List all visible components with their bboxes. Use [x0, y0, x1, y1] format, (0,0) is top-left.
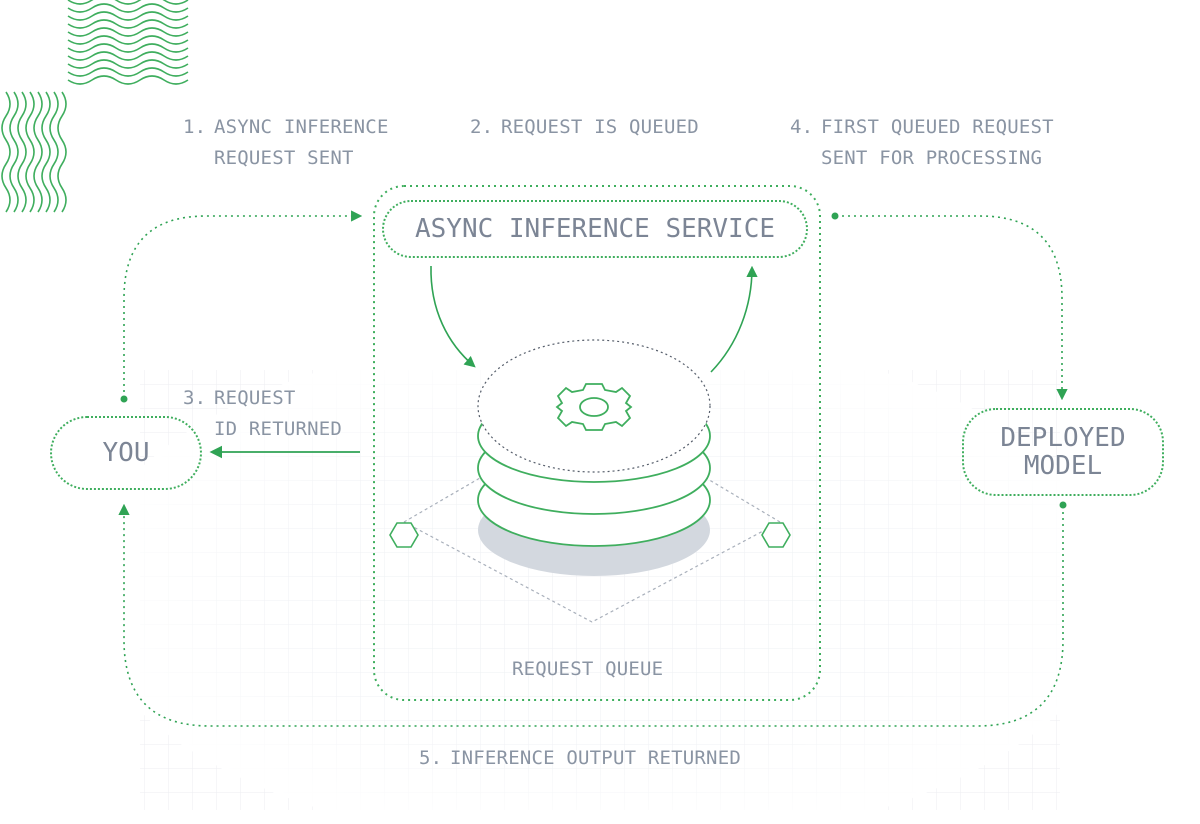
gear-icon	[555, 383, 633, 431]
you-label: YOU	[102, 438, 150, 468]
step-3-label: 3. REQUEST ID RETURNED	[183, 383, 342, 445]
step-1-origin-dot	[120, 395, 128, 403]
step-3-number: 3.	[183, 387, 207, 409]
hexagon-icon	[389, 522, 419, 548]
model-node: DEPLOYED MODEL	[962, 408, 1164, 496]
step-4-line1: FIRST QUEUED REQUEST	[821, 116, 1054, 138]
you-node: YOU	[50, 416, 202, 490]
arrow-queue-to-service	[710, 265, 758, 373]
queue-top-disk	[477, 339, 711, 473]
step-3-line1: REQUEST	[214, 387, 296, 409]
arrow-step-4	[836, 215, 1068, 401]
step-1-label: 1. ASYNC INFERENCE REQUEST SENT	[183, 112, 389, 174]
step-1-line1: ASYNC INFERENCE	[214, 116, 389, 138]
wave-pattern	[1, 0, 189, 213]
service-node: ASYNC INFERENCE SERVICE	[382, 200, 808, 258]
service-label: ASYNC INFERENCE SERVICE	[414, 214, 776, 244]
step-5-label: 5. INFERENCE OUTPUT RETURNED	[419, 743, 741, 774]
arrow-service-to-queue	[430, 265, 476, 368]
step-2-number: 2.	[470, 116, 494, 138]
service-container	[373, 185, 821, 701]
step-5-line1: INFERENCE OUTPUT RETURNED	[450, 747, 741, 769]
step-1-line2: REQUEST SENT	[214, 147, 354, 169]
model-label-line1: DEPLOYED	[1000, 423, 1126, 453]
step-3-line2: ID RETURNED	[214, 418, 343, 440]
step-4-line2: SENT FOR PROCESSING	[821, 147, 1043, 169]
model-label-line2: MODEL	[1023, 451, 1103, 481]
step-4-number: 4.	[790, 116, 814, 138]
queue-label: REQUEST QUEUE	[512, 658, 664, 680]
hexagon-icon	[761, 522, 791, 548]
step-2-label: 2. REQUEST IS QUEUED	[470, 112, 699, 143]
step-5-origin-dot	[1059, 501, 1067, 509]
queue-stack	[477, 339, 711, 576]
step-1-number: 1.	[183, 116, 207, 138]
arrow-step-5	[118, 503, 1064, 727]
step-4-label: 4. FIRST QUEUED REQUEST SENT FOR PROCESSI…	[790, 112, 1054, 174]
step-5-number: 5.	[419, 747, 443, 769]
arrow-step-1	[123, 210, 363, 398]
step-4-origin-dot	[831, 212, 839, 220]
queue-platform	[389, 477, 791, 623]
step-2-line1: REQUEST IS QUEUED	[501, 116, 699, 138]
